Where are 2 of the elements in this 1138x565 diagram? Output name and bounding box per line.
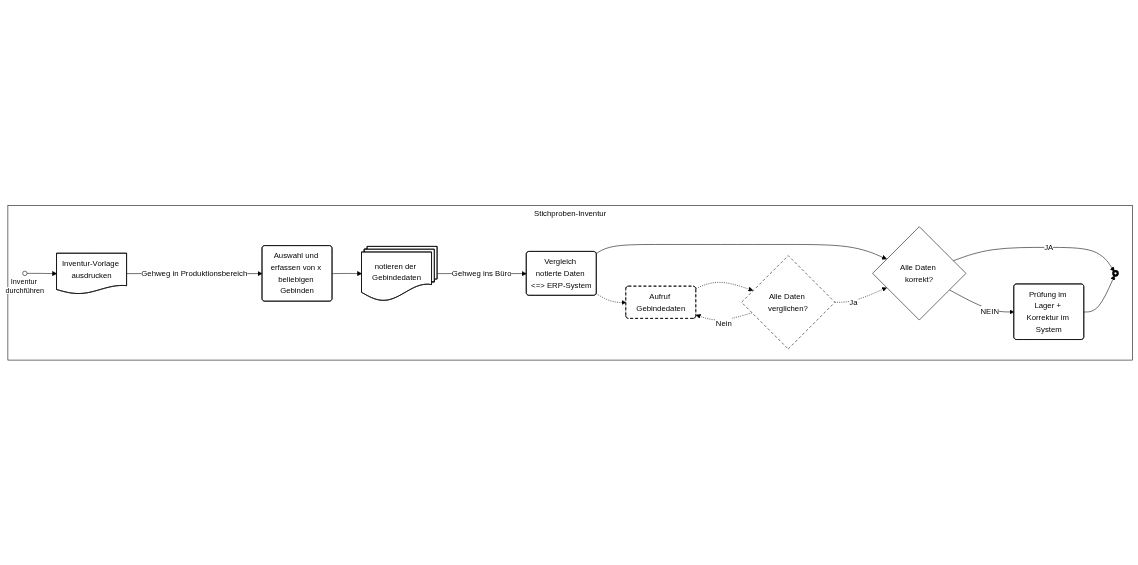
node-circle [22, 270, 28, 276]
node-circle [1112, 269, 1119, 277]
